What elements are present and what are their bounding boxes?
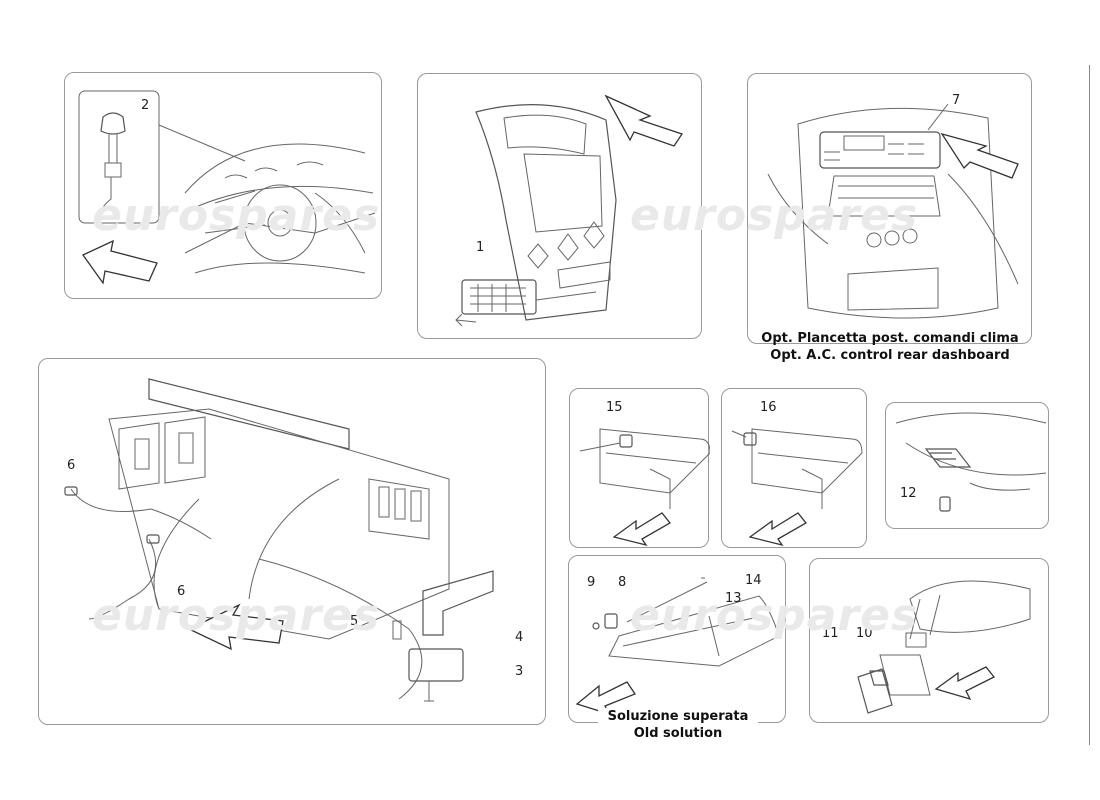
callout-14: 14 [745, 573, 762, 588]
center-console-drawing [455, 94, 684, 327]
panel-sensor-15: 15 [569, 388, 710, 548]
callout-16: 16 [760, 400, 777, 415]
sensor-15-drawing [579, 428, 710, 547]
sensor-16-drawing [731, 428, 863, 547]
caption-old-solution-line1: Soluzione superata [607, 709, 749, 724]
dashboard-sensor-drawing [78, 90, 376, 285]
callout-6-lower: 6 [177, 584, 186, 599]
callout-12: 12 [900, 486, 917, 501]
callout-13: 13 [725, 591, 742, 606]
callout-11: 11 [822, 626, 839, 641]
panel-rear-dashboard: 7 [747, 73, 1032, 344]
callout-4: 4 [515, 630, 524, 645]
callout-6-upper: 6 [67, 458, 76, 473]
panel-sensor-12: 12 [885, 402, 1049, 529]
callout-1: 1 [476, 240, 485, 255]
panel-sensor-cover: 11 10 [809, 558, 1049, 723]
rear-dashboard-drawing [767, 103, 1019, 319]
sensor-12-drawing [895, 412, 1047, 512]
hvac-unit-drawing [64, 378, 494, 702]
panel-hvac-unit: 6 6 5 4 3 [38, 358, 546, 725]
panel-old-solution: 9 8 14 13 [568, 555, 786, 723]
caption-rear-dashboard-line1: Opt. Plancetta post. comandi clima [761, 331, 1019, 346]
panel-dashboard-sensor: 2 [64, 72, 382, 299]
caption-rear-dashboard: Opt. Plancetta post. comandi clima Opt. … [730, 330, 1050, 364]
panel-sensor-16: 16 [721, 388, 867, 548]
callout-5: 5 [350, 614, 359, 629]
callout-2: 2 [141, 98, 150, 113]
callout-15: 15 [606, 400, 623, 415]
callout-8: 8 [618, 575, 627, 590]
caption-old-solution: Soluzione superata Old solution [598, 708, 758, 742]
right-border-line [1089, 65, 1090, 745]
caption-old-solution-line2: Old solution [633, 726, 723, 741]
callout-7: 7 [952, 93, 961, 108]
panel-center-console: 1 [417, 73, 702, 339]
sensor-cover-drawing [857, 580, 1031, 714]
callout-9: 9 [587, 575, 596, 590]
caption-rear-dashboard-line2: Opt. A.C. control rear dashboard [770, 348, 1010, 363]
callout-10: 10 [856, 626, 873, 641]
callout-3: 3 [515, 664, 524, 679]
